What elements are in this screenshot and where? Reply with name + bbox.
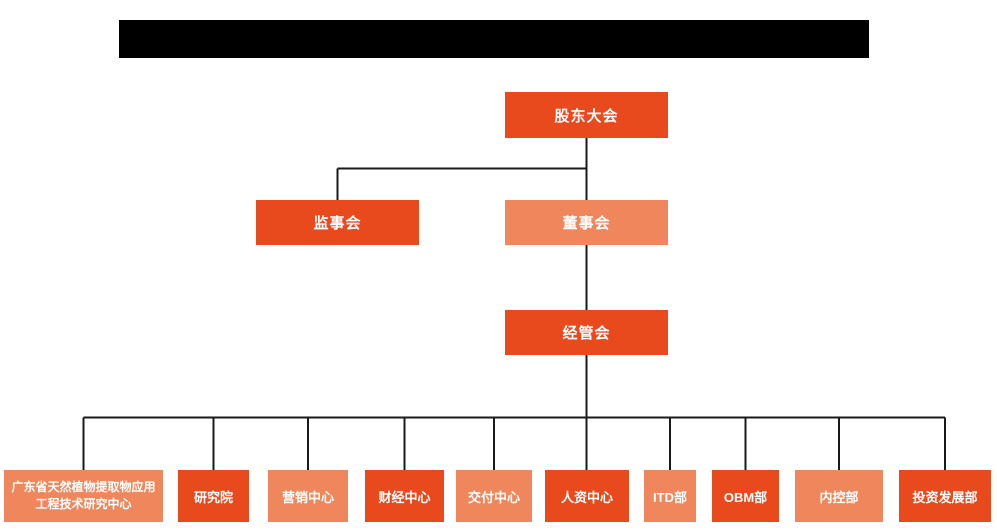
node-label: 财经中心 [378, 489, 431, 505]
node-shareholders-meeting: 股东大会 [505, 92, 668, 138]
node-marketing-center: 营销中心 [268, 470, 348, 522]
node-supervisory-board: 监事会 [256, 200, 419, 245]
node-label: 营销中心 [281, 489, 334, 505]
node-label: 交付中心 [467, 489, 520, 505]
node-label: ITD部 [653, 489, 687, 505]
node-label: 内控部 [819, 489, 859, 505]
node-label: 经管会 [562, 325, 611, 342]
node-label: 股东大会 [554, 107, 619, 125]
node-board-of-directors: 董事会 [505, 200, 668, 245]
node-label: 广东省天然植物提取物应用工程技术研究中心 [11, 479, 156, 511]
node-label: 人资中心 [560, 489, 613, 505]
node-label: 投资发展部 [912, 489, 978, 505]
node-itd-department: ITD部 [644, 470, 696, 522]
node-label: 董事会 [562, 215, 611, 232]
node-research-center: 广东省天然植物提取物应用工程技术研究中心 [4, 470, 163, 522]
node-investment-development-department: 投资发展部 [899, 470, 991, 522]
node-hr-center: 人资中心 [545, 470, 629, 522]
node-management-committee: 经管会 [505, 310, 668, 355]
node-label: OBM部 [723, 489, 768, 505]
node-internal-control-department: 内控部 [795, 470, 883, 522]
node-label: 监事会 [313, 215, 362, 232]
node-research-institute: 研究院 [178, 470, 249, 522]
node-delivery-center: 交付中心 [456, 470, 532, 522]
node-label: 研究院 [193, 489, 233, 505]
redacted-title-bar [119, 20, 869, 58]
node-finance-center: 财经中心 [365, 470, 444, 522]
node-obm-department: OBM部 [712, 470, 779, 522]
